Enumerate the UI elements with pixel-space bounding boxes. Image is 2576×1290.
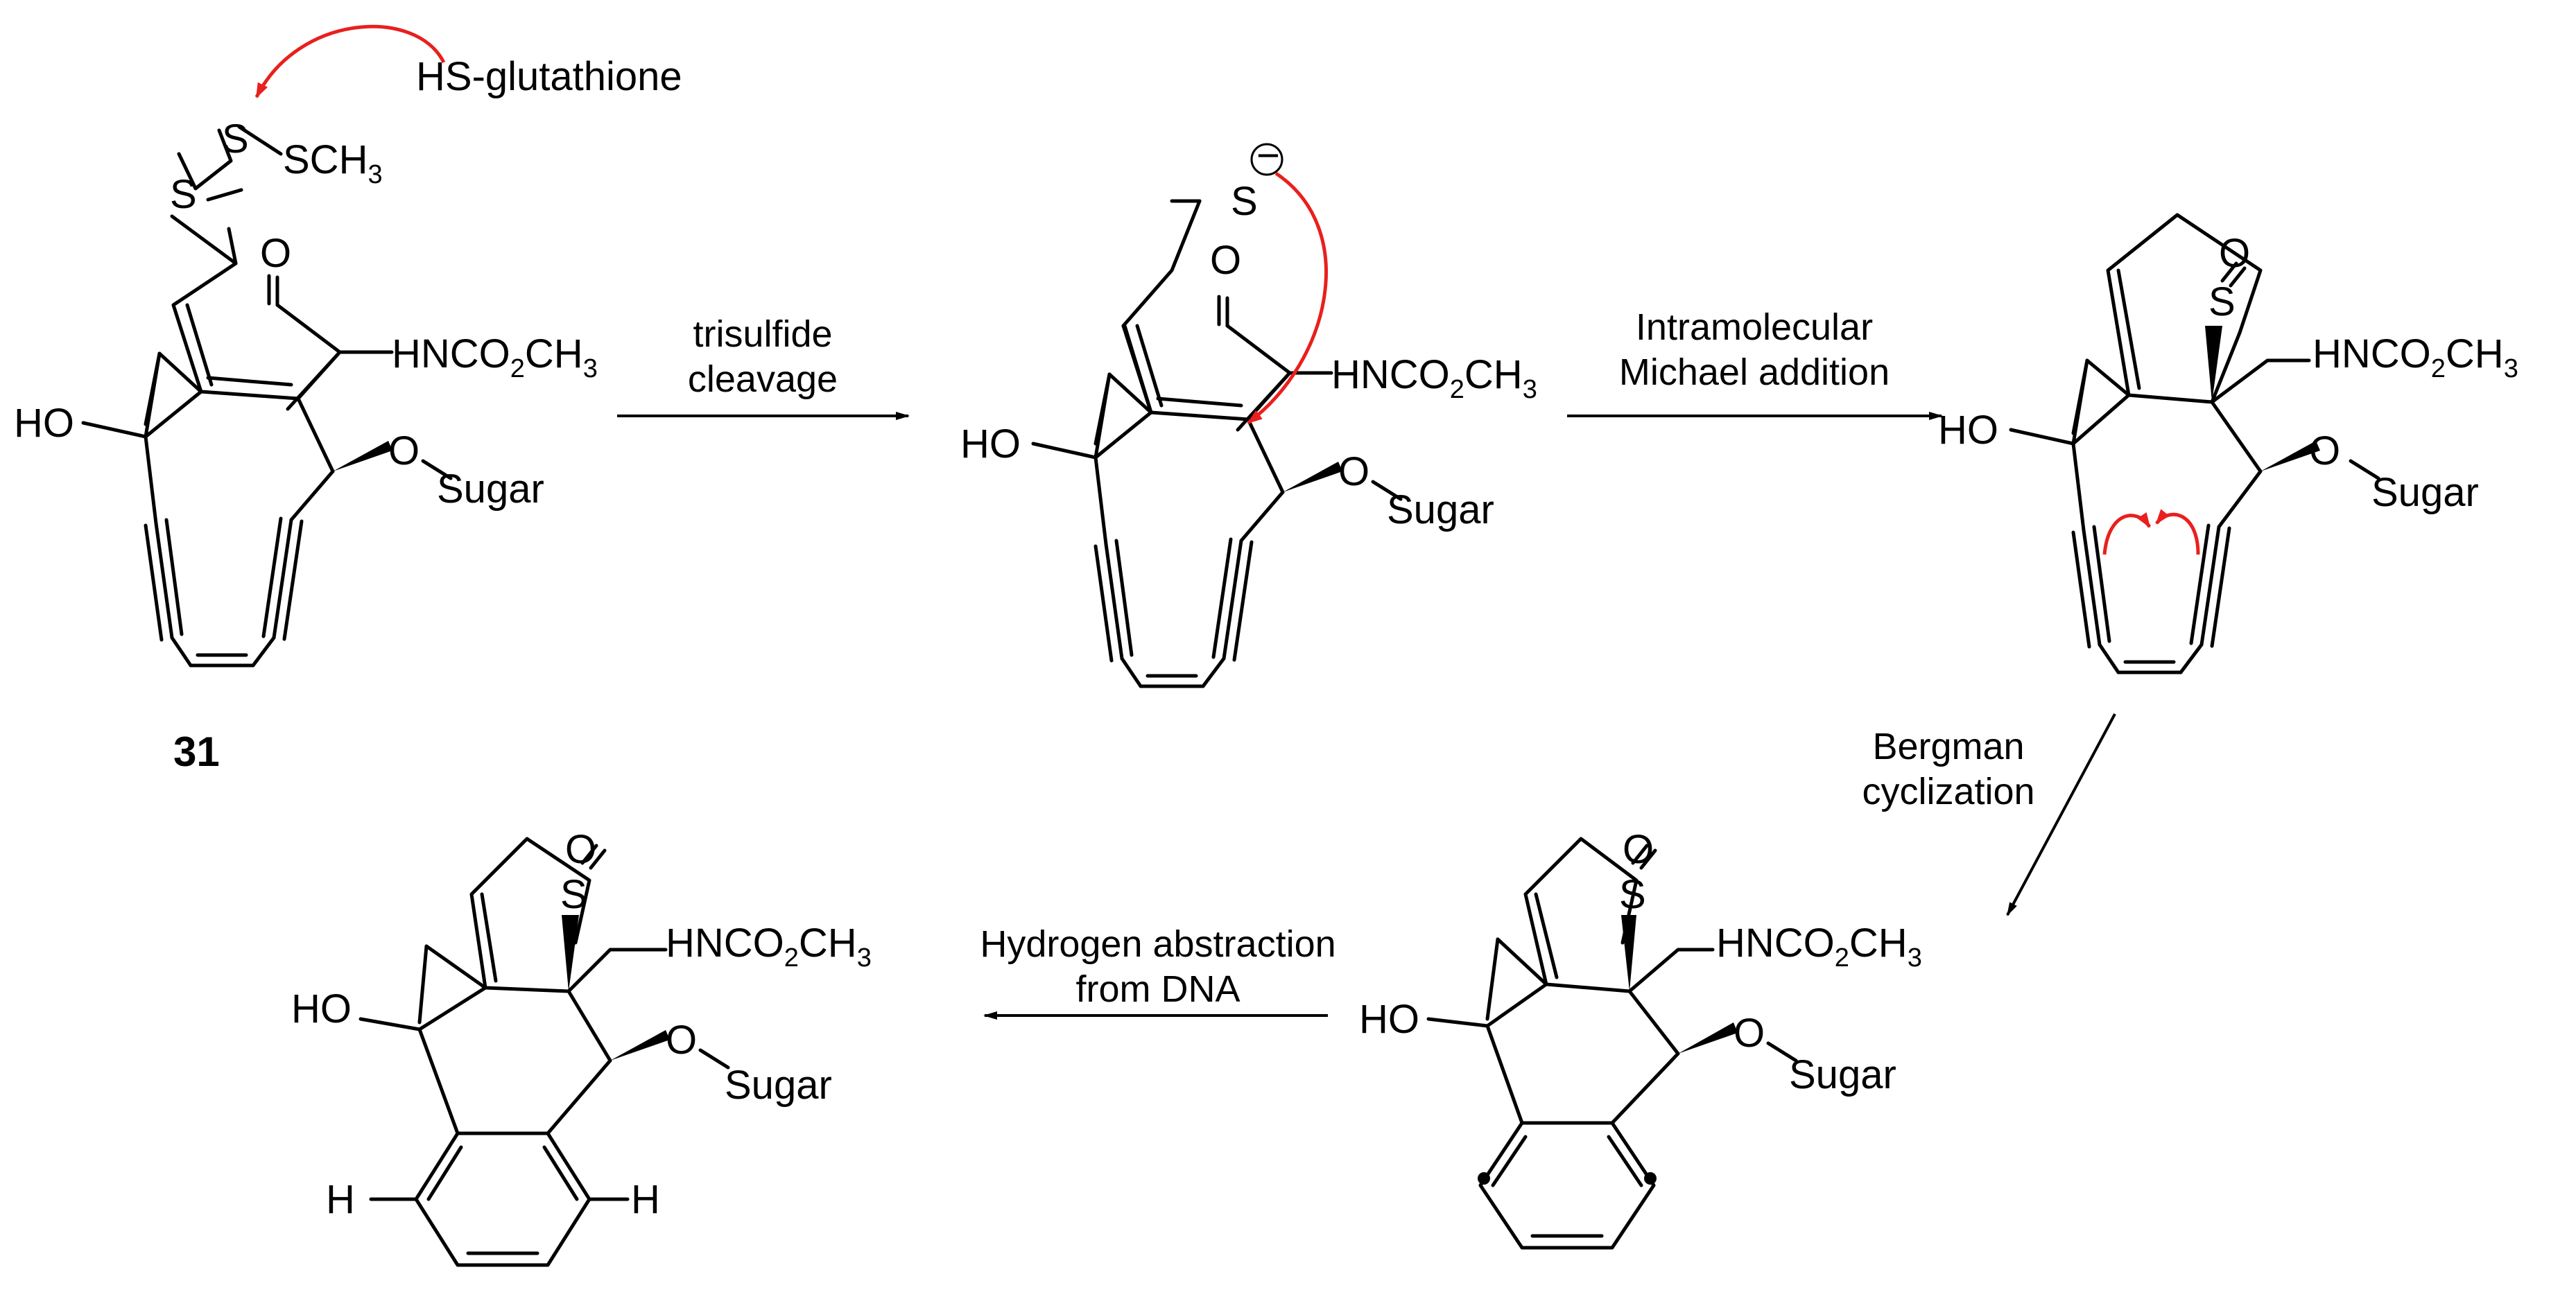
structure-product-labels: HO S O O Sugar HNCO2CH3 H H: [291, 827, 872, 1222]
label-ho: HO: [1938, 408, 1998, 453]
label-sugar: Sugar: [1387, 487, 1494, 532]
label-o: O: [2309, 428, 2340, 473]
label-sugar: Sugar: [1789, 1052, 1896, 1097]
label-sch3: SCH3: [283, 137, 383, 189]
label-o: O: [666, 1018, 697, 1063]
arrow-bergman-cyclization: [2006, 713, 2116, 916]
step3-line1: Bergman: [1872, 726, 2024, 767]
structure-diradical: [1426, 837, 1798, 1250]
label-sulfoxide-o: O: [2219, 231, 2250, 276]
label-s1: S: [170, 172, 197, 217]
label-carbonyl-o: O: [1210, 238, 1241, 283]
step2-line1: Intramolecular: [1636, 306, 1873, 348]
step2-line2: Michael addition: [1619, 351, 1890, 393]
label-carbamate: HNCO2CH3: [2313, 331, 2518, 383]
label-sugar: Sugar: [2371, 470, 2479, 515]
compound-number: 31: [173, 729, 220, 775]
structure-diradical-labels: HO S O O Sugar HNCO2CH3: [1359, 827, 1922, 1097]
label-carbamate: HNCO2CH3: [1716, 921, 1922, 973]
structure-product: [358, 837, 730, 1267]
label-anion: −: [1256, 133, 1280, 178]
label-sugar: Sugar: [437, 467, 544, 512]
label-s2: S: [222, 116, 249, 162]
label-s: S: [1619, 872, 1646, 917]
label-s: S: [560, 872, 587, 917]
label-s: S: [1231, 179, 1258, 224]
step1-line2: cleavage: [688, 358, 838, 400]
step4-line1: Hydrogen abstraction: [980, 923, 1335, 965]
label-ho: HO: [291, 986, 352, 1031]
step4-line2: from DNA: [1075, 968, 1240, 1010]
structure-thiolate: [1031, 143, 1403, 688]
structure-thiolate-labels: HO O O Sugar S − HNCO2CH3: [960, 133, 1537, 532]
label-sulfoxide-o: O: [565, 827, 596, 872]
step1-line1: trisulfide: [693, 313, 832, 355]
label-ho: HO: [14, 401, 74, 446]
label-carbamate: HNCO2CH3: [392, 331, 598, 383]
label-o: O: [1734, 1011, 1765, 1056]
structure-michael-adduct: [2009, 213, 2380, 674]
label-carbamate: HNCO2CH3: [1331, 352, 1537, 404]
step3-line2: cyclization: [1862, 771, 2034, 812]
label-carbonyl-o: O: [260, 231, 291, 276]
label-ho: HO: [960, 421, 1021, 467]
structure-31: [81, 24, 453, 668]
negative-charge-icon: [1250, 143, 1283, 176]
label-ho: HO: [1359, 997, 1419, 1042]
label-o: O: [1338, 449, 1369, 494]
radical-dot-icon: [1478, 1172, 1490, 1185]
label-glutathione: HS-glutathione: [416, 54, 682, 99]
label-sulfoxide-o: O: [1623, 827, 1654, 872]
label-h-right: H: [631, 1177, 660, 1222]
radical-dot-icon: [1644, 1172, 1657, 1185]
structure-31-labels: HO O O Sugar S S SCH3 HS-glutathione HNC…: [14, 54, 682, 775]
label-sugar: Sugar: [725, 1063, 832, 1108]
label-o: O: [388, 428, 420, 473]
label-h-left: H: [326, 1177, 355, 1222]
label-s: S: [2208, 279, 2236, 324]
label-carbamate: HNCO2CH3: [666, 921, 872, 973]
structure-michael-adduct-labels: HO S O O Sugar HNCO2CH3: [1938, 231, 2518, 515]
